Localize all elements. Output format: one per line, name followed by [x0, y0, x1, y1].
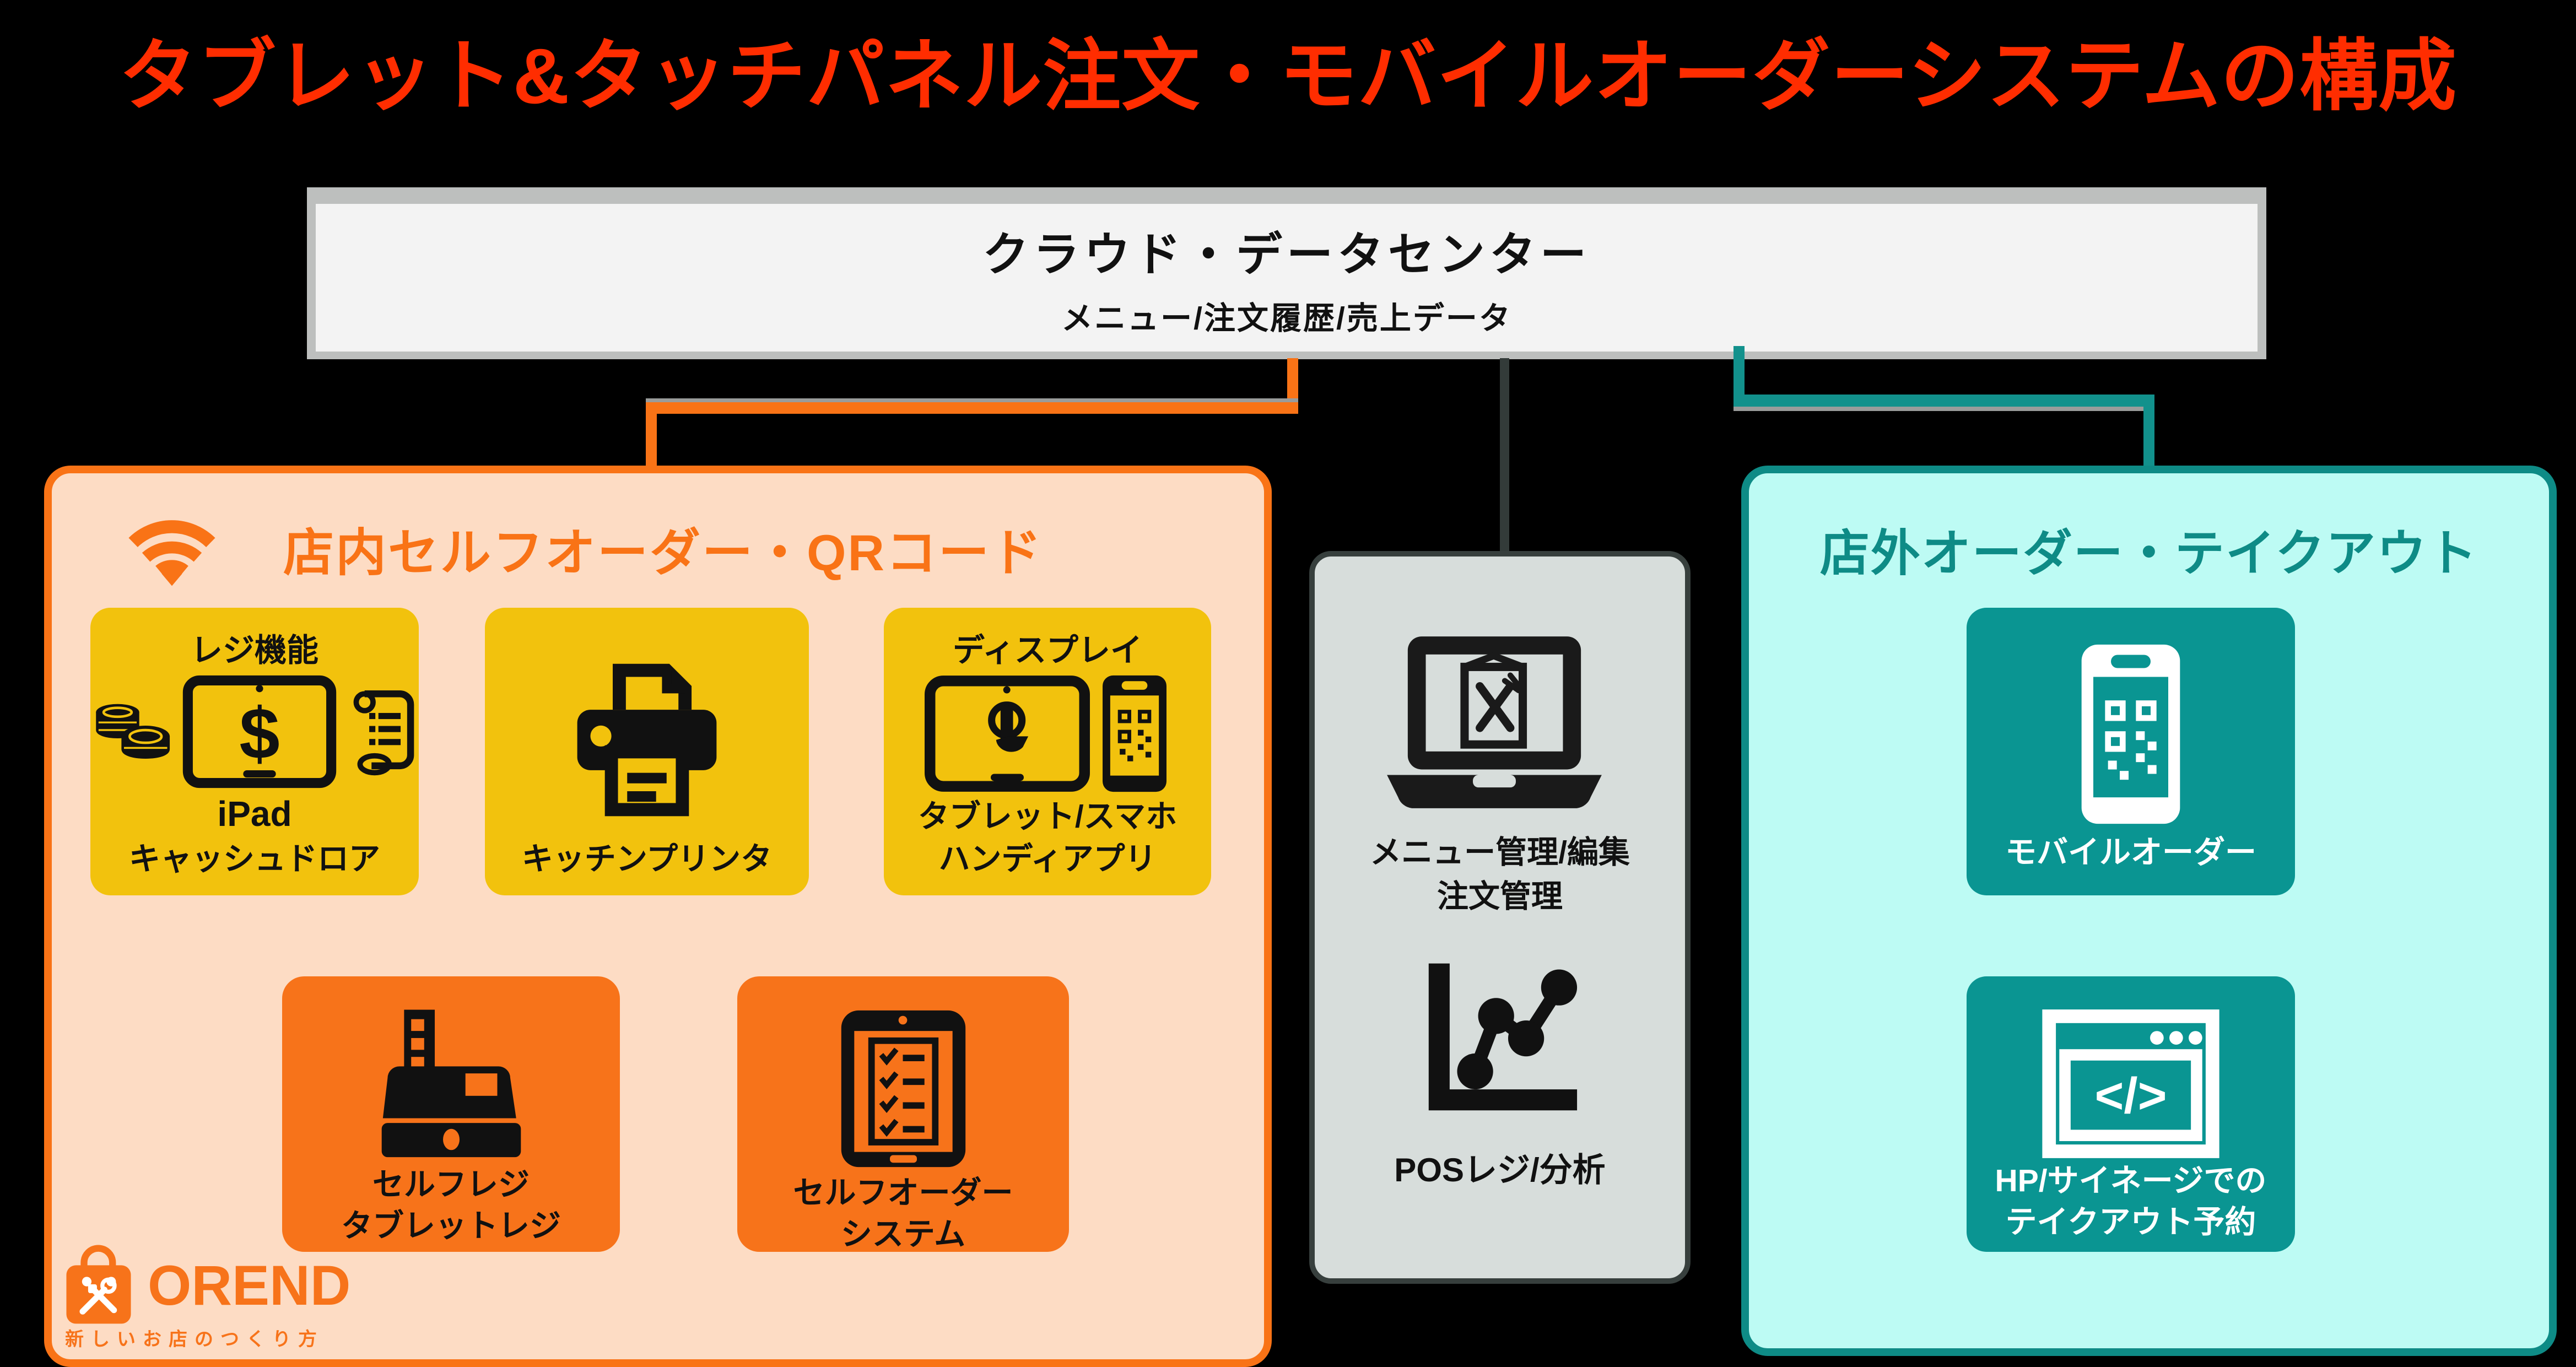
- connector-teal-stub: [1733, 346, 1745, 401]
- laptop-menu-icon: [1373, 628, 1616, 822]
- wifi-icon: [122, 513, 222, 587]
- self-register-line2: タブレットレジ: [341, 1208, 561, 1244]
- display-icons-row: [925, 672, 1170, 796]
- pos-analytics-label: POSレジ/分析: [1394, 1152, 1606, 1188]
- menu-management-line1: メニュー管理/編集: [1370, 835, 1630, 870]
- phone-qr-icon: [1099, 672, 1170, 796]
- tablet-dollar-icon: $: [182, 675, 337, 788]
- connector-orange-horizontal: [646, 402, 1298, 414]
- takeout-line1: HP/サイネージでの: [1995, 1163, 2267, 1198]
- self-order-system-card: セルフオーダー システム: [737, 976, 1069, 1252]
- dollar-glyph: $: [239, 693, 279, 774]
- self-order-system-label: セルフオーダー システム: [793, 1173, 1013, 1255]
- display-card: ディスプレイ: [884, 608, 1211, 895]
- cash-register-icon: [369, 1005, 534, 1164]
- self-order-line2: システム: [840, 1217, 966, 1252]
- register-card-line1: iPad: [217, 793, 292, 834]
- browser-code-icon: </>: [2040, 1007, 2222, 1160]
- cloud-title: クラウド・データセンター: [982, 228, 1591, 280]
- coins-icon: [91, 697, 174, 767]
- printer-icon: [561, 655, 732, 825]
- receipt-icon: [345, 684, 418, 780]
- takeout-line2: テイクアウト予約: [2005, 1204, 2256, 1240]
- out-store-header: 店外オーダー・テイクアウト: [1819, 526, 2478, 581]
- display-card-title: ディスプレイ: [953, 633, 1142, 668]
- tablet-touch-icon: [925, 675, 1090, 792]
- printer-card-label: キッチンプリンタ: [521, 841, 773, 877]
- self-register-line1: セルフレジ: [372, 1167, 530, 1202]
- mobile-order-label: モバイルオーダー: [2005, 834, 2256, 870]
- orend-logo-text: OREND: [148, 1254, 351, 1317]
- register-functions-card: レジ機能 $: [90, 608, 419, 895]
- cloud-subtitle: メニュー/注文履歴/売上データ: [1061, 300, 1512, 336]
- orend-tagline: 新しいお店のつくり方: [65, 1329, 324, 1350]
- in-store-panel: 店内セルフオーダー・QRコード レジ機能: [44, 466, 1272, 1367]
- in-store-header: 店内セルフオーダー・QRコード: [283, 525, 1044, 581]
- connector-orange-stub: [1287, 358, 1298, 410]
- display-card-line2: ハンディアプリ: [938, 841, 1157, 877]
- tablet-checklist-icon: [836, 1005, 971, 1173]
- display-card-line1: タブレット/スマホ: [917, 799, 1178, 834]
- takeout-reservation-card: </> HP/サイネージでの テイクアウト予約: [1967, 976, 2295, 1252]
- mobile-order-phone-icon: [2076, 639, 2186, 830]
- mobile-order-card: モバイルオーダー: [1967, 608, 2295, 895]
- connector-teal-drop: [2143, 400, 2154, 466]
- self-register-label: セルフレジ タブレットレジ: [341, 1164, 561, 1247]
- connector-black-vertical: [1500, 358, 1509, 552]
- management-panel: メニュー管理/編集 注文管理 POSレジ/分析: [1309, 551, 1691, 1284]
- cloud-datacenter-inner: クラウド・データセンター メニュー/注文履歴/売上データ: [316, 204, 2258, 352]
- self-register-card: セルフレジ タブレットレジ: [282, 976, 620, 1252]
- cloud-datacenter-box: クラウド・データセンター メニュー/注文履歴/売上データ: [307, 187, 2266, 359]
- connector-teal-horizontal: [1733, 395, 2154, 407]
- menu-management-label: メニュー管理/編集 注文管理: [1315, 831, 1685, 919]
- pos-analytics-chart-icon: [1406, 945, 1594, 1133]
- orend-bag-icon: [60, 1244, 138, 1328]
- code-glyph: </>: [2095, 1068, 2167, 1124]
- out-store-panel: 店外オーダー・テイクアウト モバイルオーダー: [1741, 466, 2557, 1356]
- kitchen-printer-card: キッチンプリンタ: [485, 608, 809, 895]
- self-order-line1: セルフオーダー: [793, 1175, 1013, 1211]
- register-card-title: レジ機能: [190, 633, 318, 668]
- register-card-line2: キャッシュドロア: [129, 841, 380, 877]
- takeout-reservation-label: HP/サイネージでの テイクアウト予約: [1995, 1160, 2267, 1243]
- page-title: タブレット&タッチパネル注文・モバイルオーダーシステムの構成: [118, 33, 2458, 120]
- menu-management-line2: 注文管理: [1437, 878, 1563, 914]
- register-icons-row: $: [91, 675, 418, 788]
- connector-orange-drop: [646, 410, 657, 466]
